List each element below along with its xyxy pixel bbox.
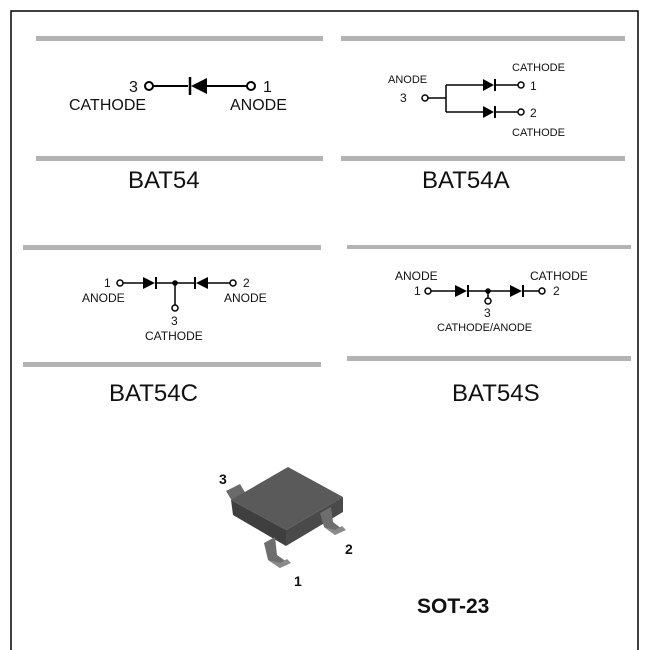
package-name: SOT-23 [417,595,490,618]
bat54c-label-center: CATHODE [145,329,203,343]
bat54a-anode-pin: 3 [400,91,407,105]
outer-frame [10,10,639,650]
divider-bar [341,156,625,161]
bat54-schematic [144,77,256,95]
diode-triangle [143,277,155,289]
pin-terminal [484,297,492,305]
bat54s-pin-center: 3 [484,306,491,320]
package-lead-foot [324,526,346,535]
divider-bar [23,245,321,250]
diode-triangle [483,106,494,118]
sot23-package-drawing [226,467,346,568]
bat54a-pin-top: 1 [530,79,537,93]
bat54s-pin-left: 1 [414,284,421,298]
package-lead [226,484,246,501]
bat54c-pin-center: 3 [171,314,178,328]
bat54s-label-right: CATHODE [530,269,588,283]
bat54s-label-center: CATHODE/ANODE [437,322,532,334]
bat54s-label-left: ANODE [395,269,438,283]
divider-bars [23,36,631,367]
bat54a-cathode-bottom-label: CATHODE [512,127,565,139]
pin-terminal [517,108,525,116]
package-lead-foot [268,559,291,568]
bat54s-title: BAT54S [452,380,540,407]
bat54s-pin-right: 2 [553,284,560,298]
bat54c-label-left: ANODE [82,291,125,305]
sot23-pin2-label: 2 [345,541,353,557]
package-body-top [231,467,343,530]
divider-bar [36,156,323,161]
diode-triangle [510,285,522,297]
diode-triangle [191,78,207,94]
bat54-pin-left: 3 [129,79,138,96]
diode-triangle [455,285,467,297]
bat54-label-right: ANODE [230,97,287,114]
divider-bar [347,356,631,361]
bat54a-pin-bottom: 2 [530,106,537,120]
bat54c-pin-right: 2 [243,276,250,290]
bat54a-cathode-top-label: CATHODE [512,62,565,74]
divider-bar [341,36,625,41]
pin-terminal [144,81,154,91]
bat54c-schematic [116,277,237,312]
divider-bar [347,245,631,249]
pin-terminal [116,279,124,287]
divider-bar [23,362,321,367]
package-body-side [231,500,286,546]
pin-terminal [246,81,256,91]
diode-triangle [483,79,494,91]
package-lead [264,537,287,568]
pin-terminal [229,279,237,287]
bat54a-anode-label: ANODE [388,74,427,86]
pin-terminal [171,304,179,312]
bat54c-title: BAT54C [109,380,198,407]
bat54-pin-right: 1 [263,79,272,96]
bat54-label-left: CATHODE [69,97,146,114]
bat54c-pin-left: 1 [104,276,111,290]
bat54s-schematic [424,285,546,305]
bat54c-label-right: ANODE [224,291,267,305]
bat54a-schematic [421,79,525,118]
pin-terminal [424,287,432,295]
divider-bar [36,36,323,41]
sot23-pin3-label: 3 [219,471,227,487]
bat54a-title: BAT54A [422,167,510,194]
pin-terminal [421,94,429,102]
sot23-pin1-label: 1 [294,573,302,589]
diode-triangle [196,277,208,289]
pin-terminal [517,81,525,89]
pin-terminal [538,287,546,295]
bat54-title: BAT54 [128,167,200,194]
